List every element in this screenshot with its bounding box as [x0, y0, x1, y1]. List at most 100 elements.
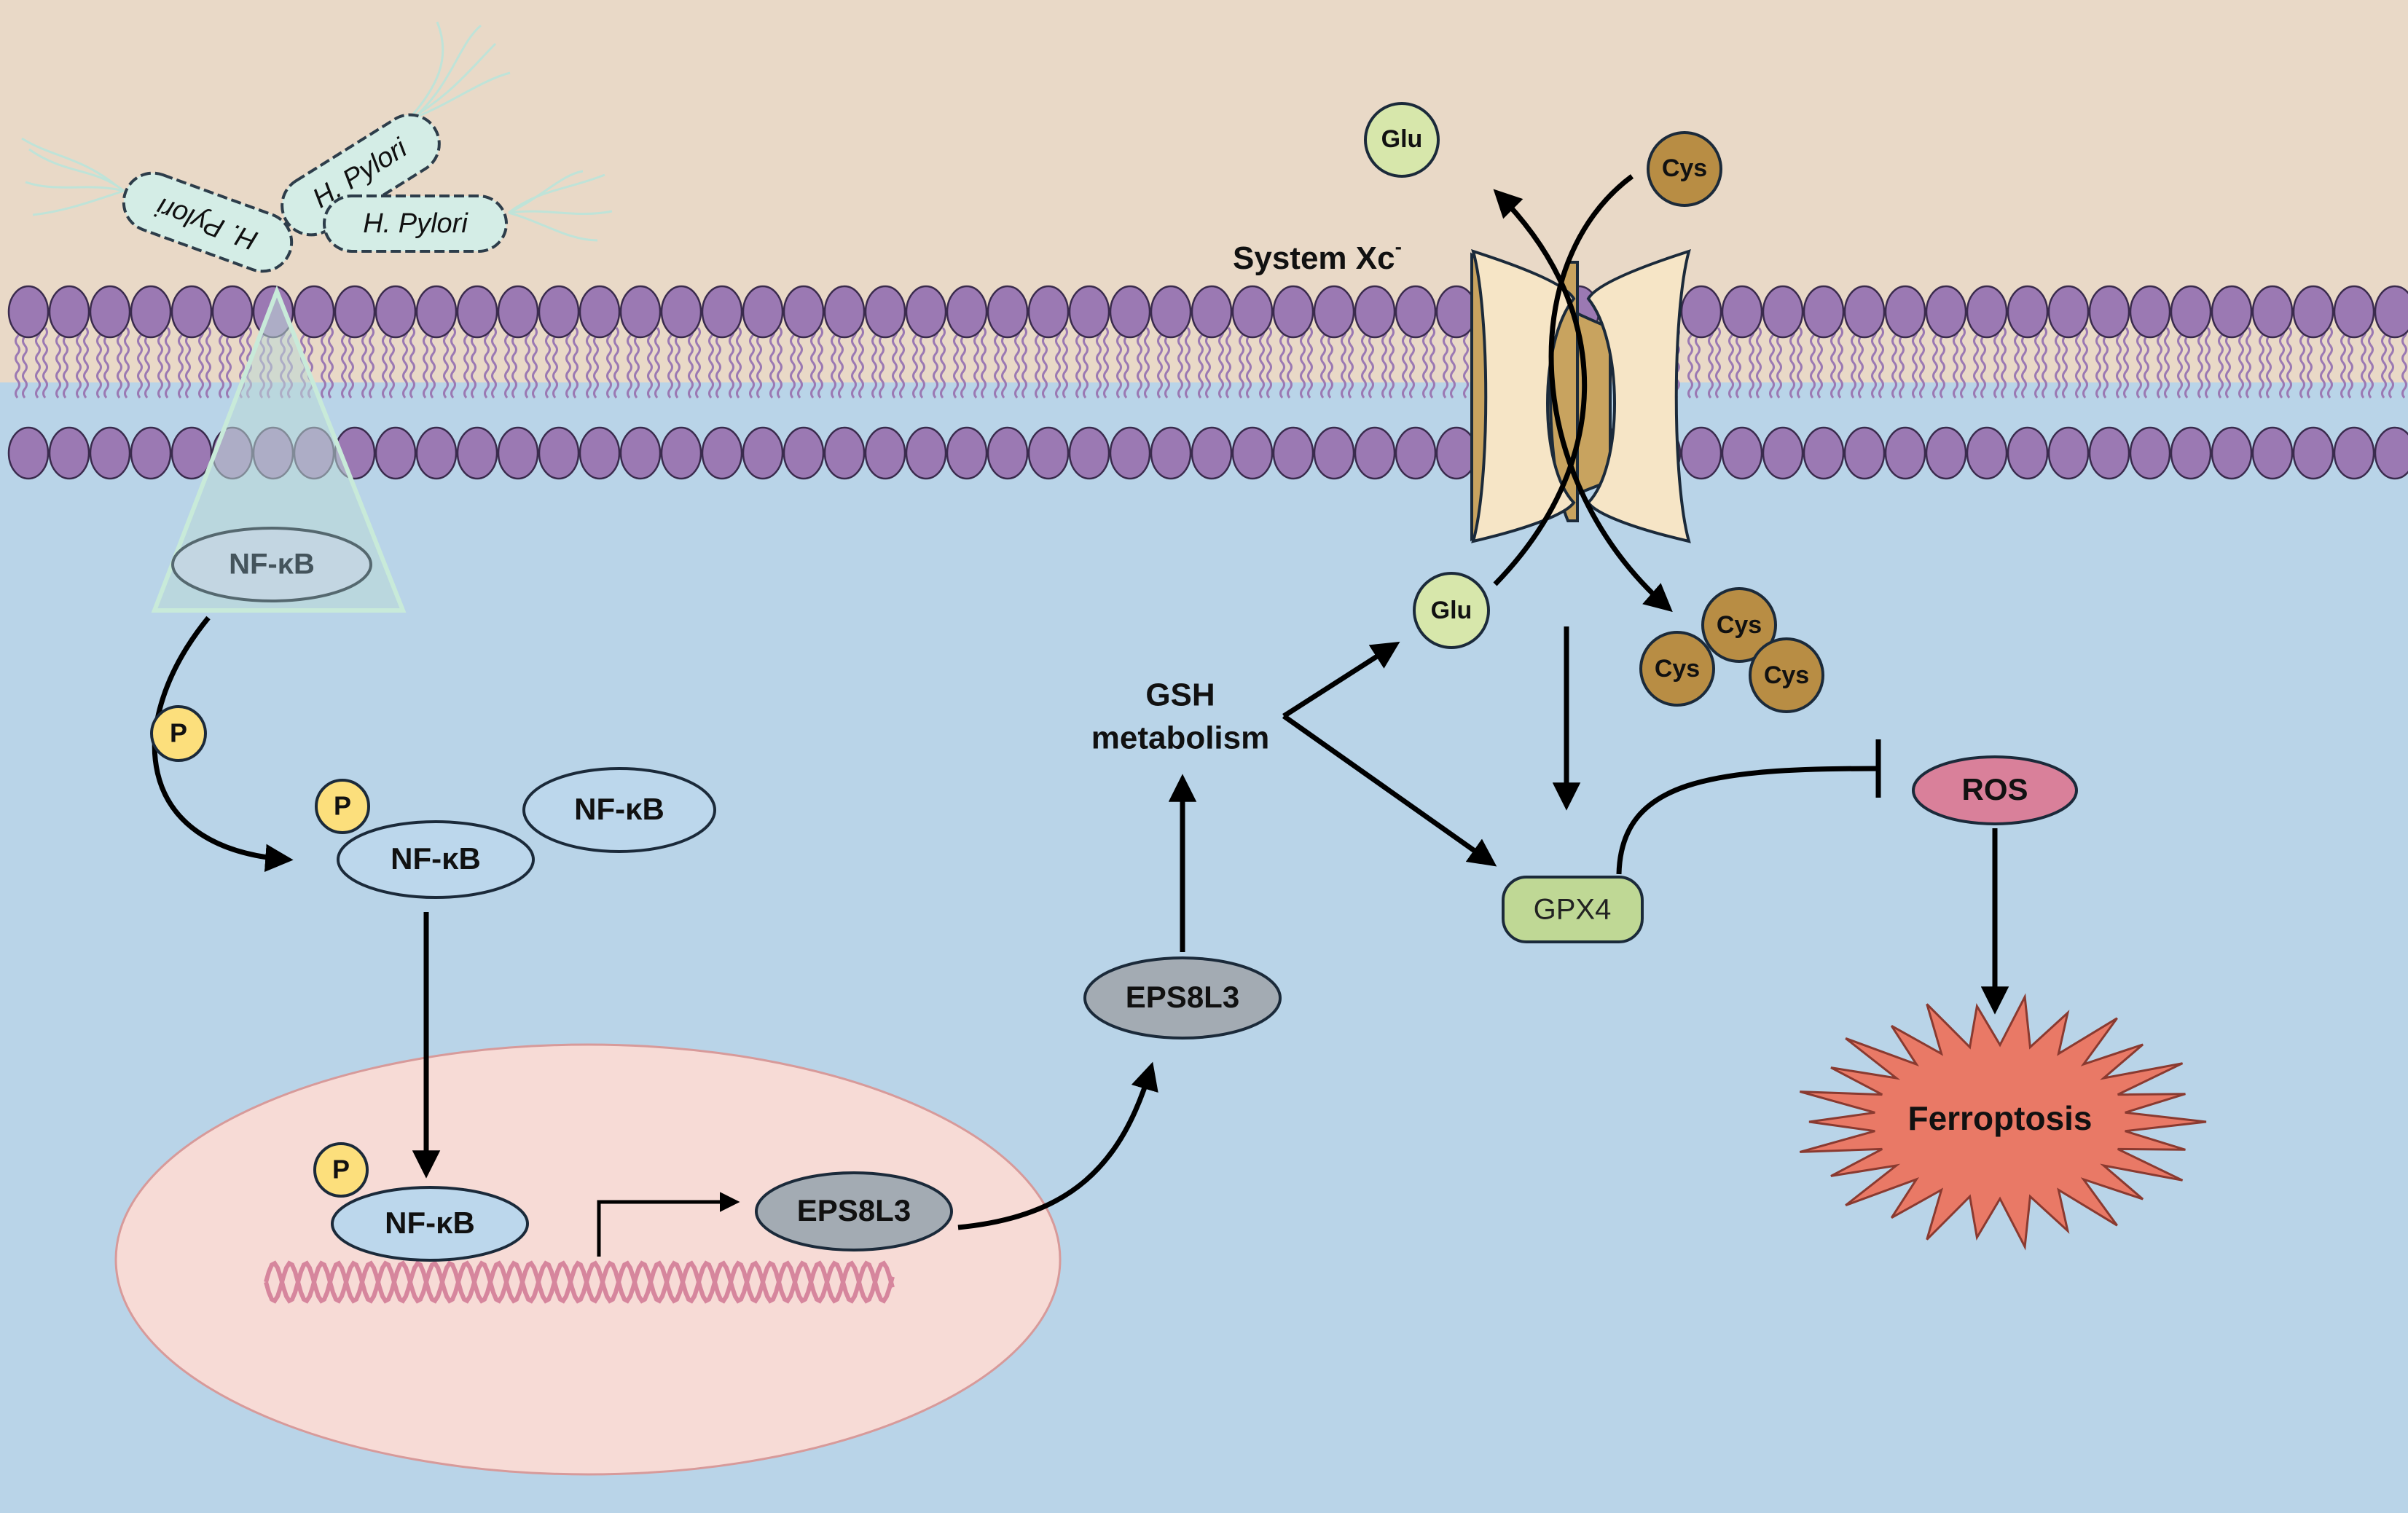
lipid-head — [1680, 285, 1722, 339]
lipid-tail — [1164, 327, 1170, 398]
lipid-tail — [1736, 327, 1741, 398]
lipid-head — [1150, 426, 1192, 480]
lipid-tail — [871, 327, 877, 398]
lipid-tail — [810, 327, 816, 398]
lipid-head — [374, 285, 417, 339]
lipid-tail — [1123, 327, 1129, 398]
lipid-tail — [2055, 327, 2060, 398]
lipid-head — [2251, 285, 2294, 339]
lipid-tail — [1157, 327, 1163, 398]
lipid-head — [1803, 426, 1845, 480]
lipid-head — [579, 426, 621, 480]
lipid-tail — [1246, 327, 1252, 398]
lipid-tail — [2034, 327, 2040, 398]
bacterium-3 — [323, 194, 508, 253]
lipid-tail — [1218, 327, 1224, 398]
lipid-tail — [1327, 327, 1333, 398]
lipid-tail — [831, 327, 836, 398]
lipid-tail — [790, 327, 796, 398]
lipid-tail — [606, 327, 612, 398]
lipid-tail — [1021, 327, 1027, 398]
lipid-head — [1313, 426, 1355, 480]
lipid-tail — [1919, 327, 1925, 398]
lipid-tail — [1096, 327, 1102, 398]
cys-intracellular-3: Cys — [1749, 637, 1824, 713]
lipid-tail — [219, 327, 224, 398]
lipid-tail — [1769, 327, 1775, 398]
lipid-tail — [981, 327, 987, 398]
lipid-tail — [443, 327, 449, 398]
lipid-tail — [1429, 327, 1435, 398]
lipid-tail — [1443, 327, 1448, 398]
lipid-tail — [1858, 327, 1864, 398]
lipid-tail — [1450, 327, 1456, 398]
lipid-tail — [912, 327, 918, 398]
lipid-tail — [205, 327, 211, 398]
lipid-head — [660, 285, 702, 339]
lipid-tail — [2266, 327, 2272, 398]
lipid-tail — [1960, 327, 1966, 398]
lipid-tail — [2218, 327, 2224, 398]
lipid-tail — [1878, 327, 1884, 398]
lipid-tail — [715, 327, 721, 398]
lipid-tail — [940, 327, 946, 398]
lipid-head — [497, 285, 539, 339]
glu-intracellular: Glu — [1413, 572, 1490, 649]
lipid-tail — [328, 327, 334, 398]
lipid-head — [1231, 285, 1274, 339]
lipid-head — [579, 285, 621, 339]
lipid-head — [48, 285, 90, 339]
dna-helix — [264, 1260, 895, 1304]
lipid-tail — [1083, 327, 1089, 398]
lipid-head — [1680, 426, 1722, 480]
lipid-tail — [22, 327, 28, 398]
lipid-head — [1762, 285, 1804, 339]
lipid-head — [89, 426, 131, 480]
lipid-head — [1272, 426, 1314, 480]
lipid-head — [1395, 426, 1437, 480]
lipid-tail — [749, 327, 755, 398]
lipid-head — [905, 426, 947, 480]
lipid-head — [2374, 285, 2408, 339]
lipid-tail — [1259, 327, 1265, 398]
lipid-tail — [2381, 327, 2387, 398]
lipid-tail — [117, 327, 122, 398]
phospho-nfkb-node — [337, 820, 535, 899]
nuclear-eps8l3-node — [755, 1171, 953, 1251]
lipid-tail — [178, 327, 184, 398]
lipid-tail — [2238, 327, 2244, 398]
lipid-tail — [1042, 327, 1048, 398]
lipid-head — [2374, 426, 2408, 480]
gpx4-inhibits-ros — [1616, 766, 1879, 875]
lipid-tail — [695, 327, 701, 398]
lipid-head — [1109, 426, 1151, 480]
lipid-tail — [1279, 327, 1285, 398]
lipid-tail — [1422, 327, 1428, 398]
lipid-tail — [736, 327, 742, 398]
lipid-tail — [157, 327, 163, 398]
lipid-tail — [2259, 327, 2264, 398]
lipid-tail — [1810, 327, 1816, 398]
lipid-tail — [321, 327, 326, 398]
lipid-head — [1191, 426, 1233, 480]
lipid-tail — [1001, 327, 1007, 398]
lipid-tail — [2116, 327, 2122, 398]
lipid-head — [2170, 285, 2212, 339]
lipid-head — [783, 285, 825, 339]
lipid-head — [374, 426, 417, 480]
lipid-head — [823, 426, 866, 480]
lipid-head — [7, 426, 50, 480]
cystine-import-arrow — [1548, 174, 1673, 613]
lipid-tail — [2348, 327, 2353, 398]
lipid-tail — [83, 327, 89, 398]
lipid-head — [2047, 426, 2090, 480]
nucleus — [114, 1043, 1062, 1476]
cys-intracellular-3-label: Cys — [1764, 661, 1809, 689]
lipid-tail — [1402, 327, 1408, 398]
lipid-head — [1843, 426, 1886, 480]
lipid-head — [2292, 426, 2334, 480]
lipid-head — [701, 426, 743, 480]
gsh-metabolism-line2: metabolism — [1091, 720, 1270, 756]
lipid-tail — [1014, 327, 1020, 398]
